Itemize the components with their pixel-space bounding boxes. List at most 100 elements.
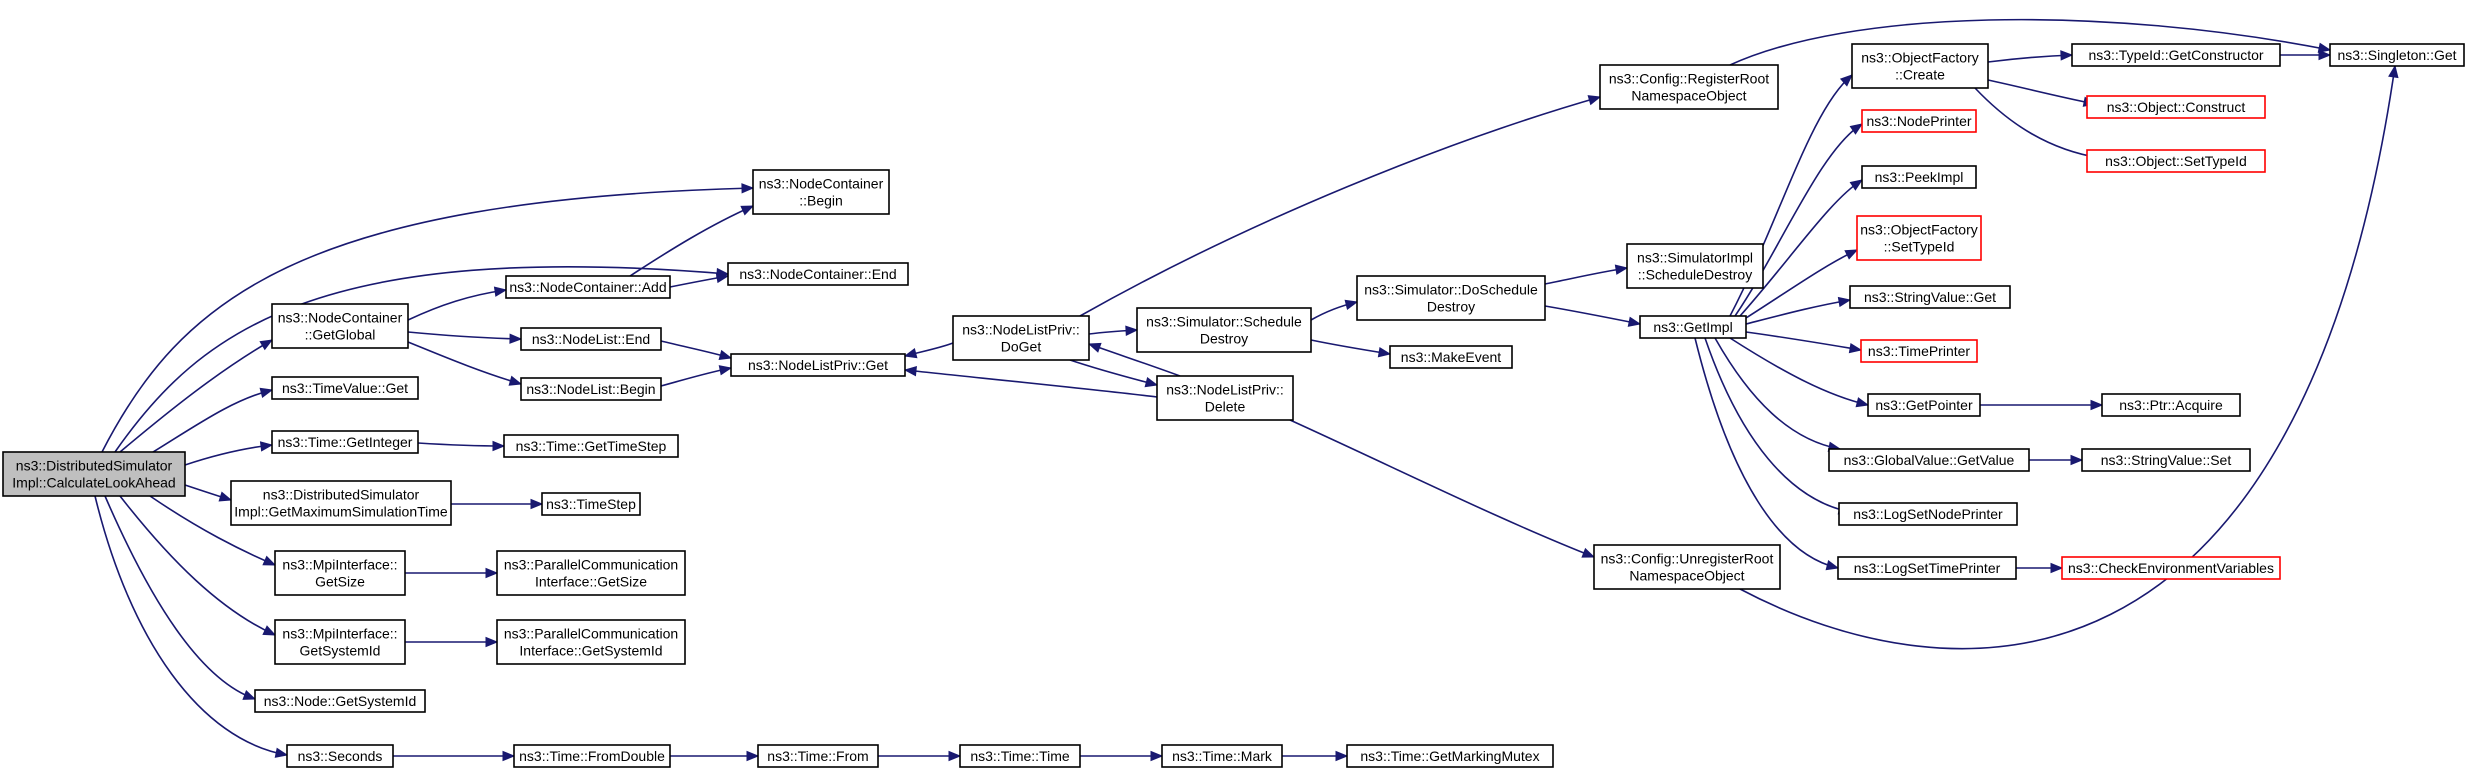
edge-line <box>407 331 522 340</box>
node-label-line: Destroy <box>1200 331 1248 347</box>
node-gvGetValue[interactable]: ns3::GlobalValue::GetValue <box>1828 448 2030 472</box>
node-tidGetCtor[interactable]: ns3::TypeId::GetConstructor <box>2071 43 2281 67</box>
edge-root-to-tvGet <box>139 387 274 461</box>
node-nlpDoGet[interactable]: ns3::NodeListPriv::DoGet <box>952 315 1090 361</box>
node-seconds[interactable]: ns3::Seconds <box>286 744 394 768</box>
node-tGetTimeStep[interactable]: ns3::Time::GetTimeStep <box>503 434 679 458</box>
node-peekImpl[interactable]: ns3::PeekImpl <box>1861 165 1977 189</box>
node-label-line: ns3::Time::From <box>767 748 868 764</box>
node-ncAdd[interactable]: ns3::NodeContainer::Add <box>505 275 671 299</box>
node-logSetTimePrinter[interactable]: ns3::LogSetTimePrinter <box>1837 556 2017 580</box>
edge-getImpl-to-ofSetTypeId <box>1745 249 1859 319</box>
edge-root-to-seconds <box>94 495 289 758</box>
node-box <box>1849 285 2011 309</box>
node-nlBegin[interactable]: ns3::NodeList::Begin <box>520 377 662 401</box>
node-mpiGetSize[interactable]: ns3::MpiInterface::GetSize <box>274 550 406 596</box>
node-nodePrinter[interactable]: ns3::NodePrinter <box>1861 109 1977 133</box>
node-ncEnd[interactable]: ns3::NodeContainer::End <box>727 262 909 286</box>
arrowhead <box>718 365 733 376</box>
edge-root-to-ncBegin <box>101 183 755 453</box>
node-box <box>2071 43 2281 67</box>
node-logSetNodePrinter[interactable]: ns3::LogSetNodePrinter <box>1838 502 2018 526</box>
edge-getImpl-to-svGet <box>1745 296 1852 325</box>
arrowhead <box>485 636 499 648</box>
node-getPointer[interactable]: ns3::GetPointer <box>1867 393 1981 417</box>
node-label-line: ns3::TypeId::GetConstructor <box>2088 47 2263 63</box>
edge-nlpDoGet-to-nlpDelete <box>1069 359 1159 388</box>
node-box <box>520 377 662 401</box>
node-getImpl[interactable]: ns3::GetImpl <box>1639 315 1747 339</box>
node-timePrinter[interactable]: ns3::TimePrinter <box>1860 339 1978 363</box>
node-nlpGet[interactable]: ns3::NodeListPriv::Get <box>730 353 906 377</box>
node-simImplSchedDestroy[interactable]: ns3::SimulatorImpl::ScheduleDestroy <box>1626 243 1764 289</box>
node-nlpDelete[interactable]: ns3::NodeListPriv::Delete <box>1156 375 1294 421</box>
edge-tFrom-to-tTime <box>877 750 962 762</box>
node-tFromDouble[interactable]: ns3::Time::FromDouble <box>513 744 671 768</box>
node-label-line: ns3::LogSetTimePrinter <box>1854 560 2001 576</box>
arrowhead <box>509 333 523 344</box>
edge-getImpl-to-gvGetValue <box>1714 337 1842 452</box>
node-label-line: ns3::Config::RegisterRoot <box>1609 71 1769 87</box>
node-label-line: DoGet <box>1001 339 1042 355</box>
node-ofCreate[interactable]: ns3::ObjectFactory::Create <box>1851 43 1989 89</box>
node-svGet[interactable]: ns3::StringValue::Get <box>1849 285 2011 309</box>
arrowhead <box>1849 179 1864 191</box>
node-simSchedDestroy[interactable]: ns3::Simulator::ScheduleDestroy <box>1136 307 1312 353</box>
node-cfgUnregister[interactable]: ns3::Config::UnregisterRootNamespaceObje… <box>1593 544 1781 590</box>
edge-simDoSchedDestroy-to-simImplSchedDestroy <box>1544 264 1629 285</box>
node-nlEnd[interactable]: ns3::NodeList::End <box>520 327 662 351</box>
node-box <box>1860 339 1978 363</box>
node-box <box>1593 544 1781 590</box>
arrowhead <box>218 491 233 502</box>
node-makeEvent[interactable]: ns3::MakeEvent <box>1389 345 1513 369</box>
edge-tFromDouble-to-tFrom <box>669 750 760 762</box>
edge-ncAdd-to-ncBegin <box>629 205 755 277</box>
node-label-line: ns3::MpiInterface:: <box>282 626 397 642</box>
node-label-line: ns3::NodePrinter <box>1866 113 1971 129</box>
node-pciGetSysId[interactable]: ns3::ParallelCommunicationInterface::Get… <box>496 619 686 665</box>
node-checkEnv[interactable]: ns3::CheckEnvironmentVariables <box>2061 556 2281 580</box>
edge-line <box>139 389 273 461</box>
node-root[interactable]: ns3::DistributedSimulatorImpl::Calculate… <box>2 451 186 497</box>
node-nodeGetSysId[interactable]: ns3::Node::GetSystemId <box>254 689 426 713</box>
node-svSet[interactable]: ns3::StringValue::Set <box>2081 448 2251 472</box>
arrowhead <box>259 339 274 351</box>
node-tvGet[interactable]: ns3::TimeValue::Get <box>271 376 419 400</box>
node-tMark[interactable]: ns3::Time::Mark <box>1161 744 1283 768</box>
node-box <box>1828 448 2030 472</box>
node-ncBegin[interactable]: ns3::NodeContainer::Begin <box>752 169 890 215</box>
node-box <box>952 315 1090 361</box>
node-singletonGet[interactable]: ns3::Singleton::Get <box>2329 43 2465 67</box>
arrowhead <box>2318 49 2332 61</box>
node-box <box>1837 556 2017 580</box>
node-tFrom[interactable]: ns3::Time::From <box>757 744 879 768</box>
node-objSetTypeId[interactable]: ns3::Object::SetTypeId <box>2086 149 2266 173</box>
node-ptrAcquire[interactable]: ns3::Ptr::Acquire <box>2101 393 2241 417</box>
node-tTime[interactable]: ns3::Time::Time <box>959 744 1081 768</box>
edge-line <box>94 495 288 756</box>
node-label-line: ns3::Singleton::Get <box>2337 47 2456 63</box>
node-label-line: ns3::NodeListPriv::Get <box>748 357 888 373</box>
edge-tidGetCtor-to-singletonGet <box>2280 49 2332 61</box>
node-box <box>1861 165 1977 189</box>
edge-tTime-to-tMark <box>1079 750 1164 762</box>
edge-tMark-to-tGetMarkingMutex <box>1281 750 1349 762</box>
node-dsiGetMax[interactable]: ns3::DistributedSimulatorImpl::GetMaximu… <box>230 480 452 526</box>
node-tGetMarkingMutex[interactable]: ns3::Time::GetMarkingMutex <box>1346 744 1554 768</box>
node-label-line: ns3::Time::GetInteger <box>278 434 413 450</box>
edge-root-to-ncGetGlobal <box>119 339 274 453</box>
edge-nlEnd-to-nlpGet <box>660 340 733 360</box>
node-label-line: ns3::Time::FromDouble <box>519 748 665 764</box>
node-timeStep[interactable]: ns3::TimeStep <box>541 492 641 516</box>
node-tGetInteger[interactable]: ns3::Time::GetInteger <box>271 430 419 454</box>
node-ncGetGlobal[interactable]: ns3::NodeContainer::GetGlobal <box>271 303 409 349</box>
arrowhead <box>259 387 274 398</box>
node-mpiGetSysId[interactable]: ns3::MpiInterface::GetSystemId <box>274 619 406 665</box>
edge-nlpDelete-to-nlpGet <box>903 366 1158 398</box>
node-ofSetTypeId[interactable]: ns3::ObjectFactory::SetTypeId <box>1856 215 1982 261</box>
node-objConstruct[interactable]: ns3::Object::Construct <box>2086 95 2266 119</box>
node-pciGetSize[interactable]: ns3::ParallelCommunicationInterface::Get… <box>496 550 686 596</box>
arrowhead <box>1839 74 1853 87</box>
